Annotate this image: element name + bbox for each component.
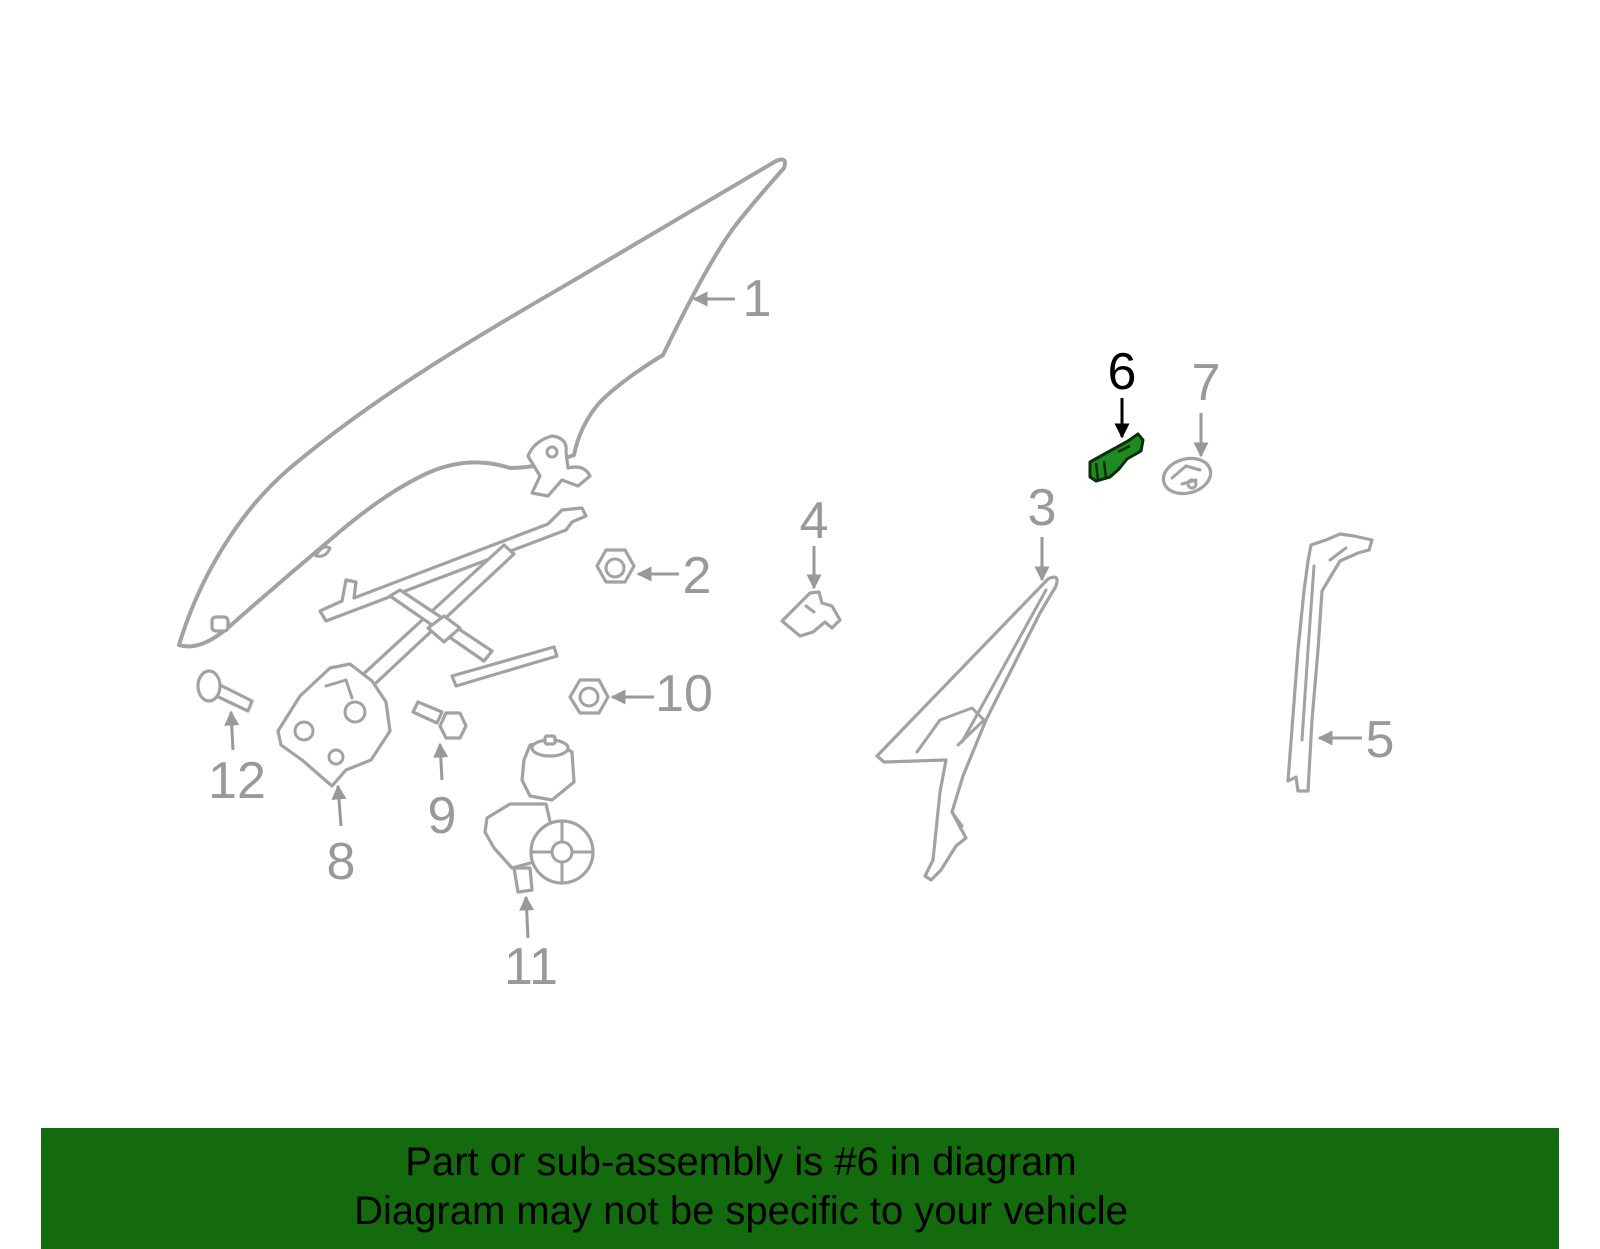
highlight-notice-banner: Part or sub-assembly is #6 in diagram Di…	[41, 1128, 1559, 1249]
part-7-clip	[1161, 456, 1213, 496]
part-5-run-channel	[1286, 532, 1374, 793]
banner-line-disclaimer: Diagram may not be specific to your vehi…	[354, 1189, 1128, 1233]
part-8-regulator	[276, 506, 588, 788]
banner-text: Part or sub-assembly is #6 in diagram Di…	[41, 1138, 1441, 1236]
callout-arrow-8	[331, 784, 347, 827]
callout-label-8: 8	[327, 833, 356, 891]
callout-label-9: 9	[428, 787, 457, 845]
callout-label-7: 7	[1192, 354, 1221, 412]
callout-label-5: 5	[1366, 711, 1395, 769]
callout-arrow-11	[519, 895, 535, 939]
callout-label-10: 10	[655, 665, 713, 723]
banner-line-part-number: Part or sub-assembly is #6 in diagram	[405, 1140, 1077, 1184]
part-11-motor	[483, 734, 595, 894]
part-6-highlighted	[1088, 432, 1145, 483]
callout-label-12: 12	[208, 752, 266, 810]
callout-label-2: 2	[683, 547, 712, 605]
part-10-nut	[568, 678, 610, 715]
part-1-glass	[177, 157, 787, 649]
callout-label-11: 11	[504, 938, 558, 996]
callout-label-6: 6	[1108, 343, 1137, 401]
part-2-nut	[595, 548, 636, 584]
part-4-clip	[780, 590, 842, 638]
part-9-bolt	[411, 700, 468, 740]
callout-label-3: 3	[1028, 479, 1057, 537]
part-3-channel	[875, 575, 1059, 882]
callout-arrow-12	[224, 710, 240, 751]
callout-label-1: 1	[743, 270, 772, 328]
callout-arrow-9	[433, 742, 449, 781]
part-12-bolt	[196, 669, 254, 713]
callout-label-4: 4	[800, 492, 829, 550]
